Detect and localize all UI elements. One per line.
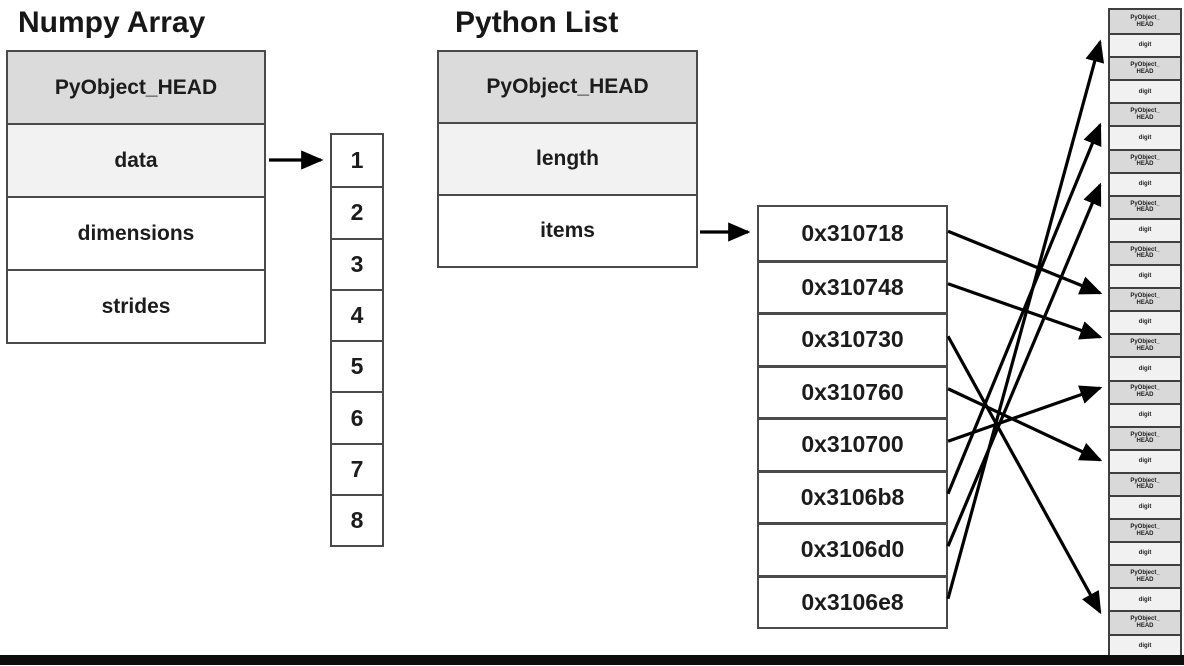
pointer-cell: 0x310700 <box>759 417 946 470</box>
memory-object-head-cell: PyObject_HEAD <box>1110 610 1180 634</box>
buffer-cell: 6 <box>332 391 382 443</box>
buffer-cell: 7 <box>332 442 382 495</box>
memory-object-head-cell: PyObject_HEAD <box>1110 333 1180 357</box>
pointer-arrow-0x310718 <box>947 229 1103 295</box>
memory-object-digit-cell: digit <box>1110 356 1180 380</box>
memory-object-head-cell: PyObject_HEAD <box>1110 564 1180 588</box>
pointer-cell: 0x3106d0 <box>759 522 946 575</box>
memory-object-head-cell: PyObject_HEAD <box>1110 240 1180 265</box>
memory-object-head-cell: PyObject_HEAD <box>1110 148 1180 172</box>
memory-object-digit-cell: digit <box>1110 125 1180 149</box>
python-struct-row-pyobject_head: PyObject_HEAD <box>439 52 696 122</box>
numpy-struct-row-pyobject_head: PyObject_HEAD <box>8 52 264 123</box>
memory-object-digit-cell: digit <box>1110 79 1180 103</box>
memory-object-head-cell: PyObject_HEAD <box>1110 425 1180 449</box>
pointer-cell: 0x3106b8 <box>759 469 946 523</box>
buffer-cell: 8 <box>332 494 382 546</box>
memory-object-digit-cell: digit <box>1110 448 1180 472</box>
pointer-arrow-0x310730 <box>946 335 1102 615</box>
pointer-cell: 0x3106e8 <box>759 574 946 628</box>
pointer-arrow-0x310748 <box>947 282 1103 340</box>
pointer-arrow-0x310700 <box>947 385 1103 443</box>
numpy-array-title: Numpy Array <box>18 6 206 39</box>
memory-object-digit-cell: digit <box>1110 171 1180 195</box>
pointer-arrow-0x310760 <box>947 387 1103 462</box>
memory-object-digit-cell: digit <box>1110 541 1180 565</box>
pointer-cell: 0x310718 <box>801 219 904 246</box>
buffer-cell: 1 <box>332 135 382 187</box>
pointer-cell: 0x310748 <box>759 259 946 313</box>
memory-object-digit-cell: digit <box>1110 494 1180 519</box>
memory-object-head-cell: PyObject_HEAD <box>1110 10 1180 34</box>
python-struct-row-items: items <box>439 194 696 266</box>
memory-object-digit-cell: digit <box>1110 402 1180 426</box>
memory-object-digit-cell: digit <box>1110 587 1180 611</box>
pointer-arrow-0x3106b8 <box>946 122 1102 495</box>
buffer-cell: 2 <box>332 186 382 238</box>
buffer-cell: 5 <box>332 340 382 392</box>
buffer-cell: 4 <box>332 288 382 341</box>
memory-object-head-cell: PyObject_HEAD <box>1110 194 1180 218</box>
memory-object-head-cell: PyObject_HEAD <box>1110 287 1180 311</box>
memory-object-head-cell: PyObject_HEAD <box>1110 471 1180 495</box>
memory-object-head-cell: PyObject_HEAD <box>1110 379 1180 403</box>
memory-object-head-cell: PyObject_HEAD <box>1110 56 1180 80</box>
memory-object-digit-cell: digit <box>1110 264 1180 288</box>
bottom-border-bar <box>0 655 1184 665</box>
pointer-arrow-0x3106e8 <box>946 39 1105 600</box>
buffer-cell: 3 <box>332 237 382 289</box>
numpy-struct-row-strides: strides <box>8 269 264 342</box>
pointer-cell: 0x310760 <box>759 364 946 418</box>
memory-object-head-cell: PyObject_HEAD <box>1110 518 1180 542</box>
memory-object-digit-cell: digit <box>1110 310 1180 334</box>
python-list-title: Python List <box>455 6 619 39</box>
numpy-struct-row-dimensions: dimensions <box>8 196 264 269</box>
memory-object-digit-cell: digit <box>1110 633 1180 657</box>
memory-object-digit-cell: digit <box>1110 33 1180 57</box>
numpy-struct-row-data: data <box>8 123 264 196</box>
memory-object-digit-cell: digit <box>1110 217 1180 241</box>
memory-object-head-cell: PyObject_HEAD <box>1110 102 1180 126</box>
pointer-cell: 0x310730 <box>759 312 946 365</box>
pointer-arrow-0x3106d0 <box>946 182 1102 547</box>
python-struct-row-length: length <box>439 122 696 194</box>
